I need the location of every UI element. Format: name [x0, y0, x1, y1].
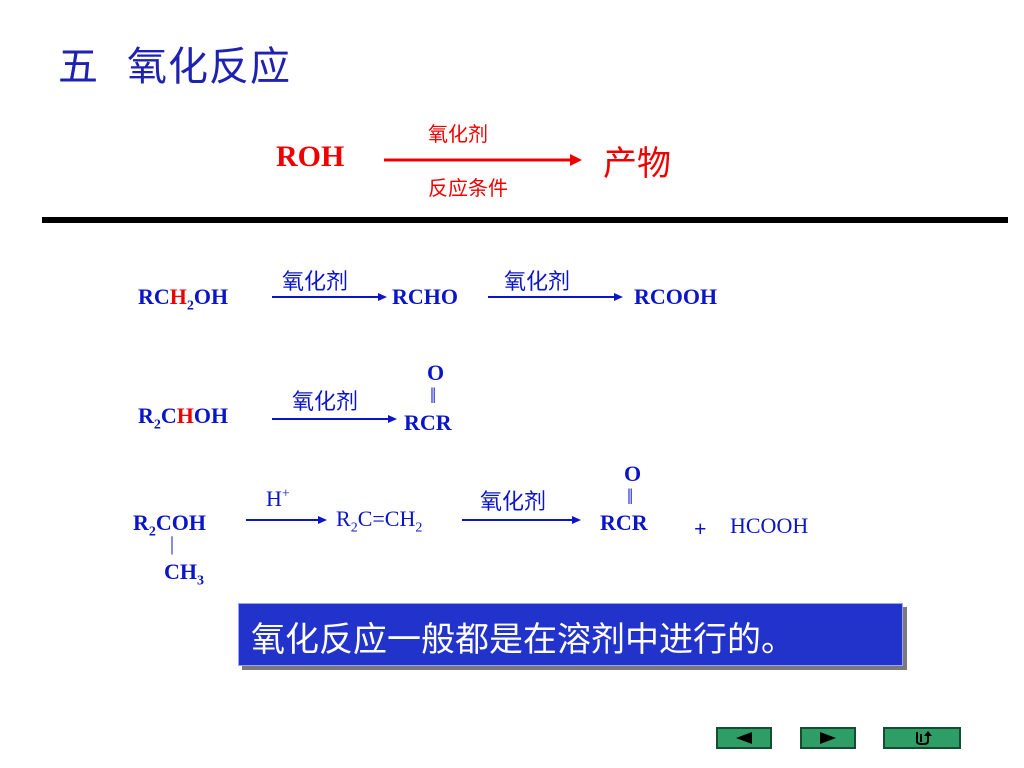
- next-slide-button[interactable]: [800, 727, 856, 749]
- triangle-left-icon: [736, 732, 752, 744]
- return-arrow-icon: [916, 731, 932, 745]
- title-text: 氧化反应: [127, 44, 291, 90]
- reaction2-reactant: R2CHOH: [138, 403, 229, 433]
- reaction3-product: RCR: [600, 510, 648, 535]
- reaction3-product2: HCOOH: [730, 513, 809, 538]
- general-condition-label: 反应条件: [428, 176, 508, 200]
- reaction3-arrow1: [246, 516, 327, 524]
- reaction3-product-oxygen: O: [624, 461, 642, 486]
- reaction3-arrow2: [462, 516, 581, 524]
- return-button[interactable]: [883, 727, 961, 749]
- reaction1-arrow1: [272, 293, 387, 301]
- divider: [42, 217, 1008, 223]
- reaction3-reactant-methyl: CH3: [164, 559, 204, 589]
- reaction3-catalyst: H+: [266, 486, 290, 511]
- general-reagent-label: 氧化剂: [428, 122, 488, 146]
- reaction2-product-double-bond: ‖: [430, 383, 437, 408]
- reaction3-reactant: R2COH: [133, 510, 207, 540]
- reaction3-product-double-bond: ‖: [627, 484, 634, 509]
- reaction2-arrow: [272, 415, 397, 423]
- reaction3-intermediate: R2C=CH2: [336, 506, 423, 536]
- reaction1-reactant: RCH2OH: [138, 284, 229, 314]
- title-number: 五: [58, 44, 99, 90]
- triangle-right-icon: [820, 732, 836, 744]
- reaction1-reagent1: 氧化剂: [282, 270, 349, 295]
- page-title: 五氧化反应: [58, 34, 291, 92]
- reaction1-intermediate: RCHO: [392, 284, 458, 309]
- reaction1-product: RCOOH: [634, 284, 718, 309]
- reaction3-reagent: 氧化剂: [480, 490, 547, 515]
- callout-box: 氧化反应一般都是在溶剂中进行的。: [238, 603, 903, 666]
- callout-text: 氧化反应一般都是在溶剂中进行的。: [251, 620, 795, 660]
- reaction2-product: RCR: [404, 410, 452, 435]
- reaction1-arrow2: [488, 293, 623, 301]
- reaction3-reactant-bond: |: [170, 533, 175, 555]
- prev-slide-button[interactable]: [716, 727, 772, 749]
- reaction3-plus: +: [694, 516, 707, 541]
- general-product: 产物: [603, 144, 671, 184]
- reaction1-reagent2: 氧化剂: [504, 270, 571, 295]
- general-reactant: ROH: [276, 140, 345, 173]
- general-arrow: [384, 154, 582, 166]
- reaction2-reagent: 氧化剂: [292, 390, 359, 415]
- reaction2-product-oxygen: O: [427, 360, 445, 385]
